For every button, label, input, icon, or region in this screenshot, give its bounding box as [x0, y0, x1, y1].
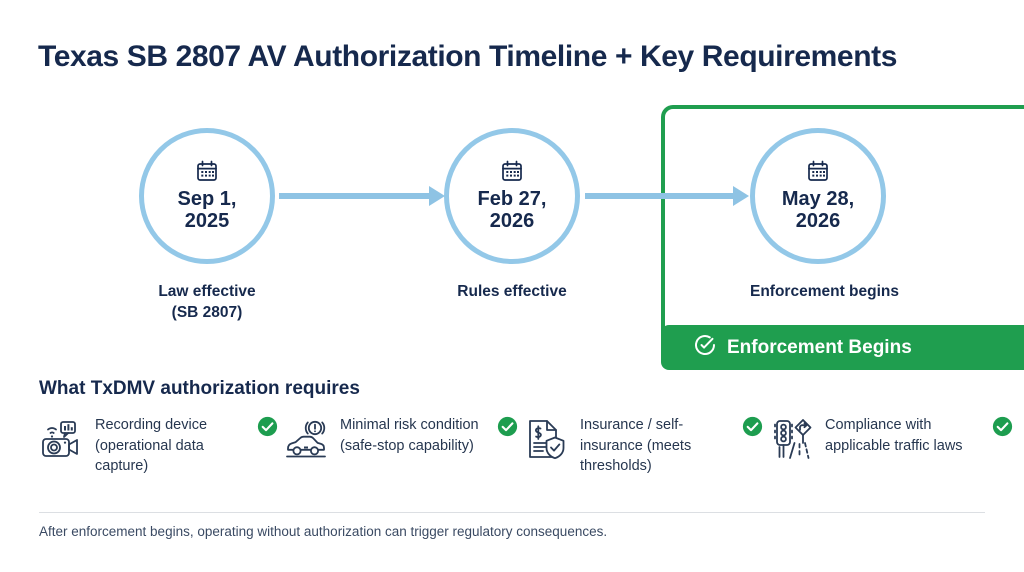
- requirement-text: Recording device (operational data captu…: [95, 417, 208, 475]
- caption-line-2: (SB 2807): [171, 303, 243, 321]
- timeline-circle: May 28, 2026: [750, 128, 886, 264]
- caption-line-1: Rules effective: [457, 283, 567, 300]
- page-title: Texas SB 2807 AV Authorization Timeline …: [38, 40, 898, 73]
- calendar-icon: [500, 159, 524, 188]
- requirements-list: Recording device (operational data captu…: [39, 415, 1019, 477]
- recording-device-icon: [39, 415, 95, 466]
- check-badge-icon: [497, 416, 518, 442]
- calendar-icon: [806, 159, 830, 188]
- check-badge-icon: [992, 416, 1013, 442]
- timeline-node-law-effective: Sep 1, 2025 Law effective (SB 2807): [139, 128, 275, 324]
- requirement-text: Minimal risk condition (safe-stop capabi…: [340, 417, 479, 454]
- footer-divider: [39, 512, 985, 513]
- arrow-head: [429, 186, 445, 206]
- check-badge-icon: [257, 416, 278, 442]
- caption-line-1: Enforcement begins: [750, 283, 899, 300]
- requirement-text: Insurance / self-insurance (meets thresh…: [580, 417, 692, 475]
- car-alert-icon: [284, 415, 340, 466]
- timeline-circle: Sep 1, 2025: [139, 128, 275, 264]
- arrow-shaft: [585, 193, 735, 199]
- check-circle-icon: [693, 333, 717, 362]
- caption-line-1: Law effective: [158, 283, 256, 300]
- timeline-date: May 28, 2026: [782, 189, 854, 232]
- insurance-document-icon: [524, 415, 580, 468]
- check-badge-icon: [742, 416, 763, 442]
- requirement-item-insurance: Insurance / self-insurance (meets thresh…: [524, 415, 769, 477]
- timeline-node-enforcement-begins: May 28, 2026 Enforcement begins: [750, 128, 899, 303]
- timeline-circle: Feb 27, 2026: [444, 128, 580, 264]
- timeline-caption: Law effective (SB 2807): [139, 282, 275, 324]
- requirement-text: Compliance with applicable traffic laws: [825, 417, 963, 454]
- arrow-head: [733, 186, 749, 206]
- requirements-heading: What TxDMV authorization requires: [39, 378, 360, 399]
- enforcement-banner-label: Enforcement Begins: [727, 336, 912, 358]
- timeline-date: Sep 1, 2025: [178, 189, 237, 232]
- timeline-caption: Rules effective: [444, 282, 580, 303]
- arrow-shaft: [279, 193, 431, 199]
- requirement-item-minimal-risk-condition: Minimal risk condition (safe-stop capabi…: [284, 415, 524, 477]
- footer-note: After enforcement begins, operating with…: [39, 524, 608, 539]
- timeline-date: Feb 27, 2026: [478, 189, 547, 232]
- date-line-1: Sep 1,: [177, 188, 237, 211]
- traffic-signal-icon: [769, 415, 825, 468]
- timeline-node-rules-effective: Feb 27, 2026 Rules effective: [444, 128, 580, 303]
- date-line-2: 2026: [795, 210, 841, 232]
- timeline-arrow-1: [279, 186, 445, 206]
- timeline-caption: Enforcement begins: [750, 282, 899, 303]
- enforcement-banner: Enforcement Begins: [661, 325, 1024, 370]
- requirement-item-recording-device: Recording device (operational data captu…: [39, 415, 284, 477]
- date-line-1: Feb 27,: [477, 188, 547, 211]
- requirement-item-traffic-compliance: Compliance with applicable traffic laws: [769, 415, 1019, 477]
- date-line-1: May 28,: [781, 188, 855, 211]
- calendar-icon: [195, 159, 219, 188]
- date-line-2: 2026: [489, 210, 535, 232]
- timeline-arrow-2: [585, 186, 749, 206]
- date-line-2: 2025: [184, 210, 230, 232]
